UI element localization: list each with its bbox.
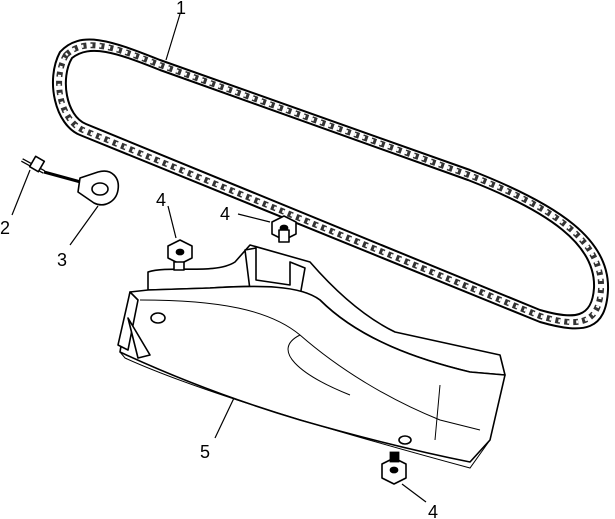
callout-4-center: 4: [220, 204, 230, 224]
callout-4-bottom: 4: [428, 502, 438, 519]
callout-2: 2: [0, 218, 10, 238]
nut-bottom: [381, 451, 407, 485]
callout-3: 3: [57, 250, 67, 270]
nut-center: [271, 215, 297, 243]
chain-guard: [117, 244, 506, 469]
callout-4-left: 4: [156, 190, 166, 210]
leader-lines: [11, 13, 427, 503]
drive-chain: [52, 38, 610, 330]
nut-left: [167, 239, 193, 271]
callout-5: 5: [200, 442, 210, 462]
adjuster-bolt: [21, 155, 89, 186]
adjuster-plate: [77, 170, 120, 206]
callout-1: 1: [176, 0, 186, 18]
